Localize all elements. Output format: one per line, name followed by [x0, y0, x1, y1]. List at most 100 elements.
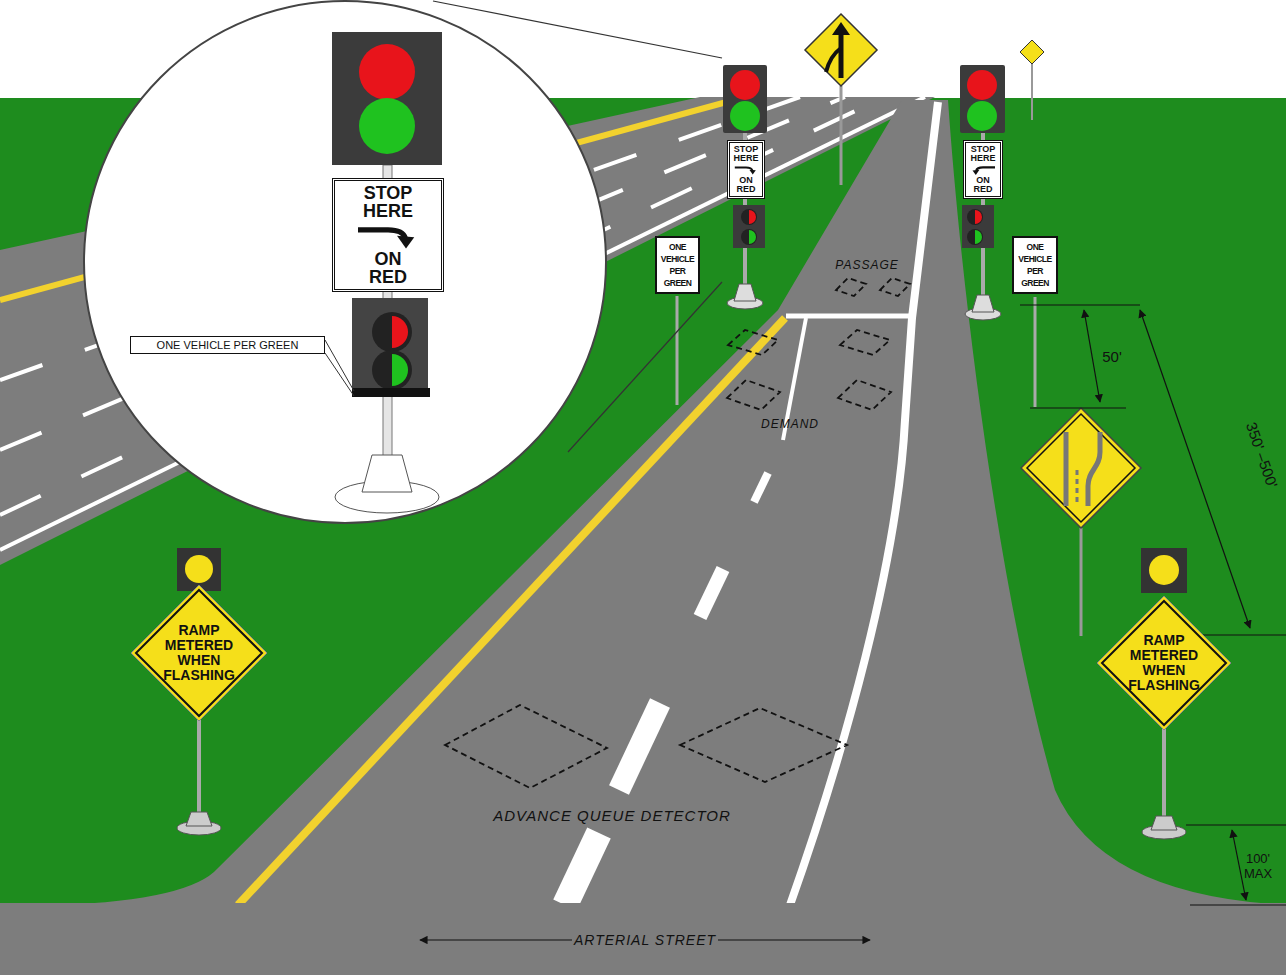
dimension-line [1232, 830, 1246, 900]
ramp-signal [749, 210, 756, 224]
lane-ends-sign [1076, 470, 1079, 506]
on-ramp [790, 102, 938, 905]
detail-inset [325, 353, 354, 396]
sign-post [676, 296, 679, 405]
ramp-signal [967, 70, 997, 100]
sign-text: RAMP METERED WHEN FLASHING [155, 623, 243, 683]
direction-arrow [420, 939, 572, 940]
sign-post [1034, 297, 1037, 407]
speed-sign [1031, 64, 1033, 120]
lane-ends-sign [1027, 414, 1135, 522]
on-ramp [619, 703, 660, 790]
detail-inset [392, 354, 408, 386]
detail-inset [84, 1, 606, 523]
ramp-signal [723, 65, 767, 309]
ramp-signal [967, 229, 983, 245]
loop-detector [836, 278, 866, 296]
ramp-signal [741, 229, 757, 245]
merge-sign [805, 14, 877, 86]
stop-here-sign: STOP HERE ON RED [963, 140, 1003, 199]
flasher-beacon [185, 555, 213, 583]
speed-sign [1020, 40, 1044, 64]
flasher-beacon [1151, 816, 1177, 830]
on-ramp [786, 314, 912, 319]
direction-arrow [718, 939, 870, 940]
diamond-outline [1102, 601, 1226, 725]
on-ramp [754, 473, 768, 502]
turn-arrow-symbol [338, 220, 438, 250]
dimension-line [1190, 904, 1286, 905]
ramp-signal [723, 65, 767, 133]
detector-label: ADVANCE QUEUE DETECTOR [493, 807, 731, 824]
callout-box: ONE VEHICLE PER GREEN [130, 336, 325, 354]
ramp-signal [975, 230, 982, 244]
lane-ends-sign [1021, 408, 1141, 636]
detail-inset [359, 98, 415, 154]
detail-inset [372, 350, 412, 390]
detector-label: PASSAGE [835, 258, 898, 272]
merge-sign [826, 48, 841, 72]
dimension-line [1020, 304, 1140, 305]
loop-detector [840, 330, 890, 355]
flasher-beacon [1149, 555, 1179, 585]
detail-inset [325, 340, 354, 391]
merge-sign [832, 22, 850, 35]
dimension-line [1186, 824, 1286, 825]
street-label: ARTERIAL STREET [574, 932, 716, 948]
diamond-outline [1097, 596, 1231, 730]
one-vehicle-per-green-sign: ONE VEHICLE PER GREEN [1012, 236, 1058, 294]
dimension-label: 50' [1102, 348, 1122, 365]
dimension-line [1030, 407, 1126, 408]
dimension-line [1084, 310, 1100, 402]
one-vehicle-per-green-sign: ONE VEHICLE PER GREEN [655, 236, 700, 294]
lane-ends-sign [1088, 432, 1100, 506]
sign-text: STOP HERE ON RED [970, 144, 995, 194]
dimension-line [1140, 310, 1250, 628]
sign-post [677, 296, 1035, 407]
flasher-beacon [1141, 548, 1187, 593]
detector-label: DEMAND [761, 417, 819, 431]
sign-text: ONE VEHICLE PER GREEN [1015, 241, 1055, 289]
loop-detector [728, 330, 778, 355]
stop-here-sign: STOP HERE ON RED [727, 140, 765, 199]
ramp-signal [967, 101, 997, 131]
lane-ends-sign [1064, 432, 1069, 506]
loop-detector [880, 278, 910, 296]
turn-arrow-symbol [735, 168, 756, 175]
speed-sign [1020, 40, 1044, 120]
merge-sign [840, 86, 843, 185]
diamond-outline [136, 590, 262, 716]
loop-detector [838, 380, 891, 410]
loop-detector [727, 380, 780, 410]
stop-here-sign: STOP HERE ON RED [332, 178, 444, 292]
detail-inset [332, 32, 442, 165]
ramp-signal [741, 209, 757, 225]
sign-text: RAMP METERED WHEN FLASHING [1120, 633, 1208, 693]
turn-arrow-symbol [968, 163, 998, 176]
callout-text: ONE VEHICLE PER GREEN [131, 337, 324, 353]
loop-detector [445, 705, 607, 788]
detail-inset [362, 455, 412, 492]
dimension-label: 350' –500' [1243, 420, 1281, 490]
ramp-signal [730, 70, 760, 100]
arterial-street [0, 903, 1286, 975]
dimension-label: 100' MAX [1238, 851, 1278, 881]
merge-sign [805, 14, 877, 185]
turn-arrow-symbol [732, 163, 760, 176]
sign-text: STOP HERE ON RED [733, 144, 758, 194]
ramp-signal [734, 284, 756, 301]
flasher-beacon [186, 812, 212, 826]
detail-inset [359, 44, 415, 100]
detail-inset [392, 316, 408, 348]
ramp-metered-sign: RAMP METERED WHEN FLASHING [130, 584, 268, 722]
on-ramp [700, 569, 723, 617]
turn-arrow-symbol [397, 236, 414, 249]
ramp-signal [733, 205, 765, 248]
lane-ends-sign [1080, 528, 1083, 636]
ramp-signal [730, 101, 760, 131]
